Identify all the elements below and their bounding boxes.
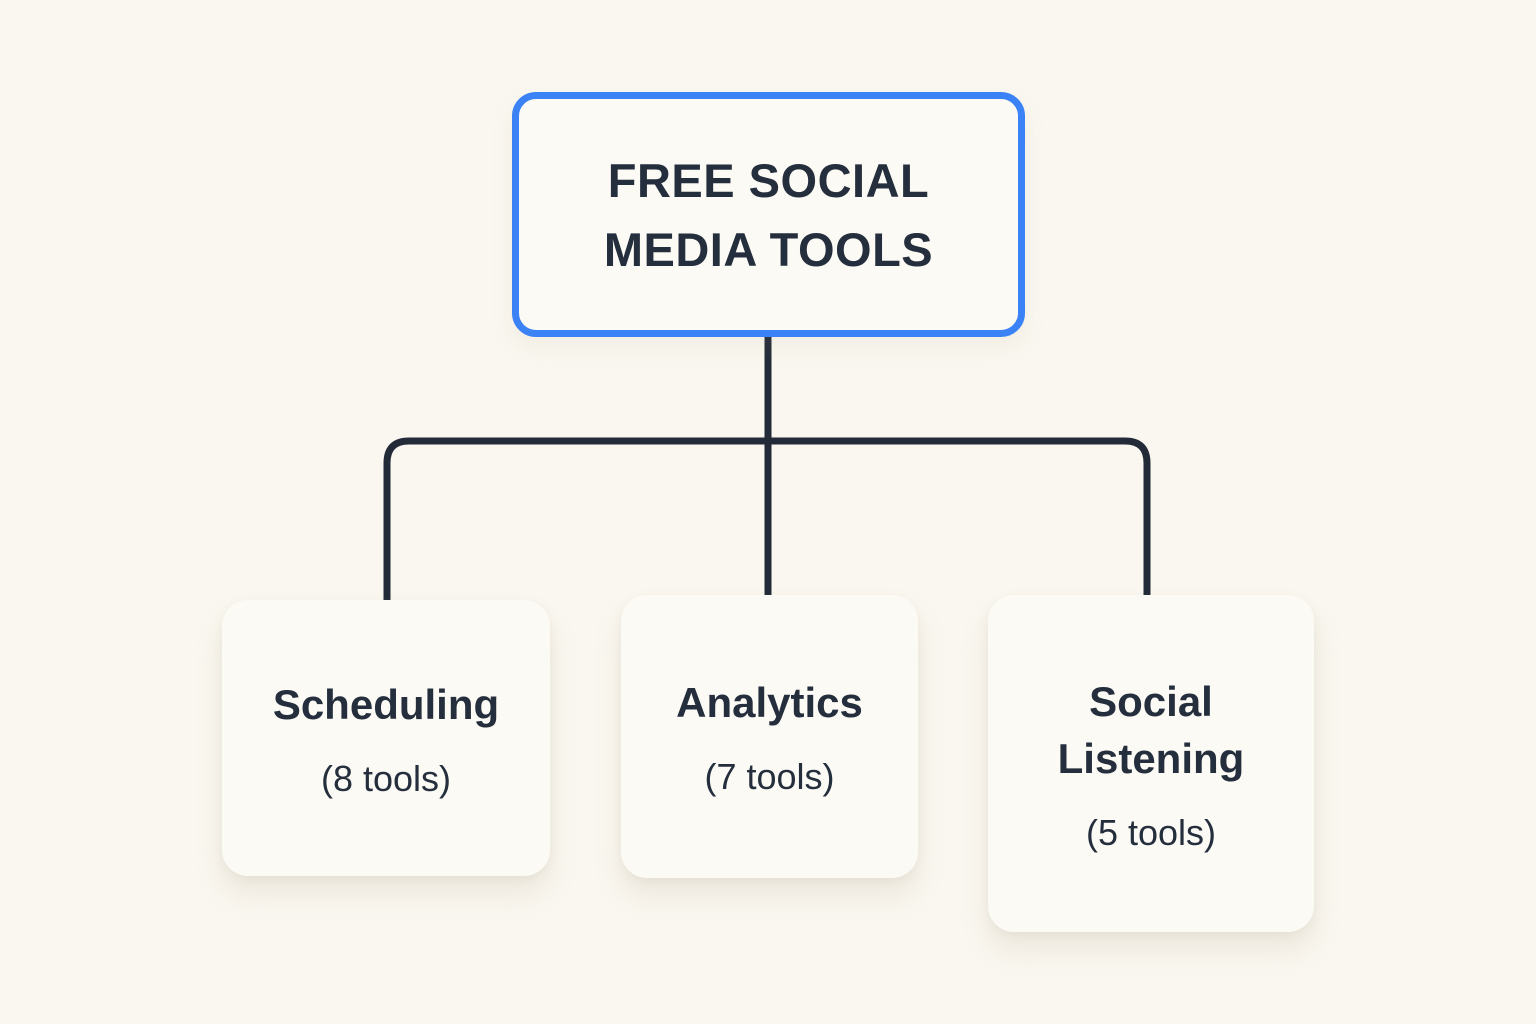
branch-connector	[383, 437, 1151, 600]
node-analytics-count: (7 tools)	[704, 756, 835, 797]
node-social-listening-count: (5 tools)	[1085, 811, 1217, 853]
node-social-listening-label: Social Listening	[1057, 677, 1245, 782]
node-scheduling-count: (8 tools)	[320, 757, 452, 799]
node-scheduling: Scheduling (8 tools)	[222, 600, 550, 876]
node-analytics: Analytics (7 tools)	[621, 595, 918, 878]
node-scheduling-label: Scheduling	[272, 680, 500, 728]
node-analytics-label: Analytics	[676, 679, 863, 726]
root-node-label: FREE SOCIAL MEDIA TOOLS	[603, 153, 934, 276]
node-social-listening: Social Listening (5 tools)	[988, 595, 1314, 932]
root-node-free-social-media-tools: FREE SOCIAL MEDIA TOOLS	[512, 92, 1025, 337]
